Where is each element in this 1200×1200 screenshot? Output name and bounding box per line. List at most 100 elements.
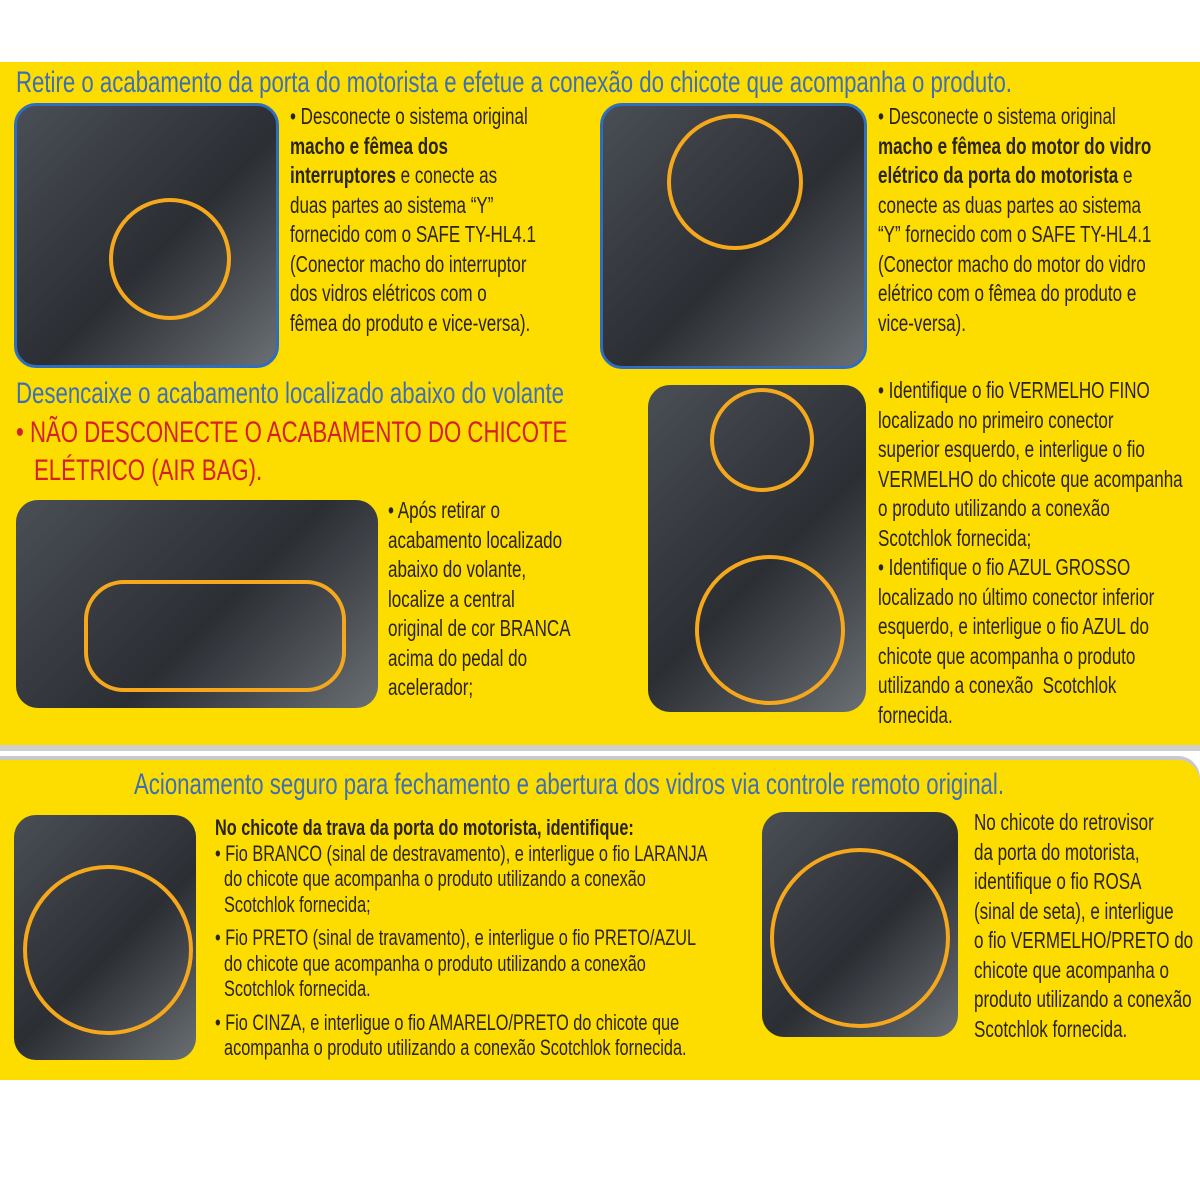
text-line: superior esquerdo, e interligue o fio (878, 435, 1183, 465)
section-title: Retire o acabamento da porta do motorist… (16, 66, 1012, 99)
text-line: localizado no primeiro conector (878, 406, 1183, 436)
text-line: o produto utilizando a conexão (878, 494, 1183, 524)
text: No chicote do retrovisor (974, 809, 1154, 835)
text: e conecte as (395, 162, 498, 188)
text-line: do chicote que acompanha o produto utili… (215, 951, 708, 977)
text: “Y” fornecido com o SAFE TY-HL4.1 (878, 221, 1152, 247)
instructions-lock: No chicote da trava da porta do motorist… (215, 815, 708, 1061)
text: (Conector macho do motor do vidro (878, 250, 1146, 277)
text: do chicote que acompanha o produto utili… (215, 950, 646, 976)
text-line: identifique o fio ROSA (974, 867, 1193, 897)
text-line: Scotchlok fornecida. (215, 976, 708, 1002)
text-line: o fio VERMELHO/PRETO do (974, 926, 1193, 956)
text: o fio VERMELHO/PRETO do (974, 927, 1194, 953)
text-line: fornecida. (878, 701, 1183, 731)
highlight-outline (84, 580, 346, 692)
text: • Identifique o fio VERMELHO FINO (878, 377, 1150, 403)
text: Scotchlok fornecida. (974, 1015, 1128, 1042)
text: vice-versa). (878, 309, 966, 336)
text-line: • Após retirar o (388, 496, 571, 526)
text: elétrico com o fêmea do produto e (878, 280, 1137, 306)
text: • Após retirar o (388, 497, 500, 523)
text-line: “Y” fornecido com o SAFE TY-HL4.1 (878, 220, 1151, 250)
bold-text: interruptores (290, 162, 396, 188)
text-line: No chicote da trava da porta do motorist… (215, 815, 708, 841)
text-line: localizado no último conector inferior (878, 583, 1183, 613)
text: superior esquerdo, e interligue o fio (878, 436, 1145, 462)
text: identifique o fio ROSA (974, 868, 1142, 894)
text: fornecida. (878, 701, 953, 728)
door-panel-photo (14, 103, 279, 368)
text-line: macho e fêmea dos (290, 132, 536, 162)
text: da porta do motorista, (974, 838, 1140, 865)
text: utilizando a conexão Scotchlok (878, 672, 1117, 698)
mirror-harness-photo (762, 812, 958, 1037)
text: do chicote que acompanha o produto utili… (215, 866, 646, 891)
text: localize a central (388, 585, 515, 612)
door-lock-photo (14, 815, 196, 1060)
text: localizado no primeiro conector (878, 406, 1114, 433)
text: • Fio CINZA, e interligue o fio AMARELO/… (215, 1009, 680, 1035)
text-line: abaixo do volante, (388, 555, 571, 585)
text-line: • Identifique o fio VERMELHO FINO (878, 376, 1183, 406)
text: VERMELHO do chicote que acompanha (878, 465, 1183, 492)
text: conecte as duas partes ao sistema (878, 191, 1142, 218)
text: acabamento localizado (388, 526, 563, 553)
text: acelerador; (388, 674, 474, 700)
bold-text: macho e fêmea do motor do vidro (878, 132, 1152, 159)
text-line: • Fio PRETO (sinal de travamento), e int… (215, 925, 708, 951)
text-line: dos vidros elétricos com o (290, 279, 536, 309)
text: fornecido com o SAFE TY-HL4.1 (290, 221, 536, 247)
text-line: chicote que acompanha o produto (878, 642, 1183, 672)
highlight-circle (23, 865, 193, 1035)
window-motor-photo (600, 103, 867, 369)
text-line: Scotchlok fornecida; (878, 524, 1183, 554)
text: localizado no último conector inferior (878, 583, 1155, 610)
text: Scotchlok fornecida; (215, 891, 371, 917)
text-line: • Desconecte o sistema original (878, 102, 1151, 132)
text-line: vice-versa). (878, 309, 1151, 339)
text-line: • Identifique o fio AZUL GROSSO (878, 553, 1183, 583)
divider (0, 745, 1200, 751)
text: chicote que acompanha o (974, 956, 1169, 983)
text-line: original de cor BRANCA (388, 614, 571, 644)
text-line: da porta do motorista, (974, 838, 1193, 868)
text: produto utilizando a conexão (974, 986, 1192, 1012)
instructions-panel-2 (0, 760, 1200, 1080)
text-line: acabamento localizado (388, 526, 571, 556)
steering-trim-photo (16, 500, 378, 708)
text-line: localize a central (388, 585, 571, 615)
section-title: Acionamento seguro para fechamento e abe… (134, 768, 1004, 801)
bold-text: macho e fêmea dos (290, 132, 448, 159)
text-line: • Desconecte o sistema original (290, 102, 536, 132)
text-line: acelerador; (388, 673, 571, 703)
text: e (1118, 162, 1133, 188)
instructions-mirror: No chicote do retrovisor da porta do moto… (974, 808, 1193, 1044)
bold-text: No chicote da trava da porta do motorist… (215, 815, 634, 840)
text: acima do pedal do (388, 644, 528, 671)
text-line: Scotchlok fornecida; (215, 892, 708, 918)
text-line: produto utilizando a conexão (974, 985, 1193, 1015)
spacer (215, 917, 708, 925)
text-line: fornecido com o SAFE TY-HL4.1 (290, 220, 536, 250)
text: • Fio BRANCO (sinal de destravamento), e… (215, 840, 708, 866)
text-line: acompanha o produto utilizando a conexão… (215, 1035, 708, 1061)
text-line: elétrico com o fêmea do produto e (878, 279, 1151, 309)
warning-line: • NÃO DESCONECTE O ACABAMENTO DO CHICOTE (16, 416, 568, 449)
text: chicote que acompanha o produto (878, 642, 1136, 669)
text: (Conector macho do interruptor (290, 250, 527, 277)
bold-text: elétrico da porta do motorista (878, 162, 1119, 188)
text: fêmea do produto e vice-versa). (290, 309, 531, 336)
text-line: VERMELHO do chicote que acompanha (878, 465, 1183, 495)
text-line: conecte as duas partes ao sistema (878, 191, 1151, 221)
text: original de cor BRANCA (388, 615, 571, 641)
text: Scotchlok fornecida. (215, 976, 371, 1001)
text-line: chicote que acompanha o (974, 956, 1193, 986)
text-line: esquerdo, e interligue o fio AZUL do (878, 612, 1183, 642)
text: acompanha o produto utilizando a conexão… (215, 1035, 687, 1060)
text-line: (Conector macho do interruptor (290, 250, 536, 280)
text-line: • Fio CINZA, e interligue o fio AMARELO/… (215, 1010, 708, 1036)
highlight-circle (770, 848, 950, 1028)
